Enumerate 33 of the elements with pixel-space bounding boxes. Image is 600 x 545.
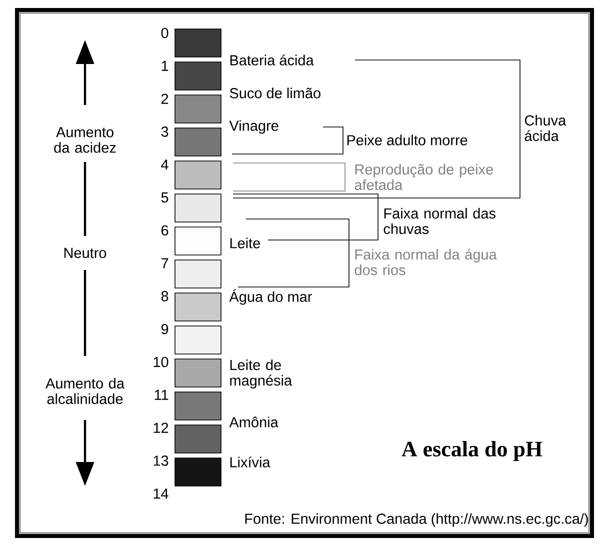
ph-number: 3 [161, 126, 168, 137]
substance-label: Amônia [229, 416, 278, 428]
ph-number: 11 [154, 390, 168, 400]
substance-label: Leite [230, 238, 260, 248]
direction-label: Aumento da alcalinidade [46, 378, 124, 404]
range-label: Peixe adulto morre [347, 134, 468, 146]
substance-label: Leite de magnésia [230, 359, 292, 388]
direction-label: Aumento da acidez [54, 127, 116, 153]
substance-label: Suco de limão [230, 88, 320, 98]
range-label: Reprodução de peixe afetada [354, 164, 493, 190]
ph-number: 9 [161, 324, 168, 334]
ph-number: 14 [154, 488, 168, 499]
direction-label: Neutro [64, 248, 106, 258]
range-label: Faixa normal da água dos rios [354, 248, 497, 276]
title: A escala do pH [402, 441, 542, 461]
substance-label: Vinagre [229, 120, 278, 134]
ph-number: 2 [161, 94, 168, 104]
ph-number: 0 [161, 28, 168, 38]
source-note: Fonte: Environment Canada (http://www.ns.ec.gc.ca/) [245, 513, 588, 527]
ph-number: 8 [161, 291, 168, 302]
ph-number: 1 [162, 60, 168, 71]
ph-number: 5 [161, 192, 168, 203]
range-label: Faixa normal das chuvas [384, 208, 496, 234]
ph-number: 10 [154, 356, 168, 368]
ph-number: 12 [154, 422, 168, 433]
ph-number: 4 [161, 160, 168, 170]
ph-number: 13 [154, 456, 168, 466]
range-label: Chuva ácida [524, 114, 566, 142]
substance-label: Água do mar [229, 289, 312, 305]
substance-label: Lixívia [230, 456, 270, 468]
ph-number: 7 [161, 258, 168, 268]
substance-label: Bateria ácida [230, 54, 314, 66]
ph-number: 6 [161, 225, 168, 236]
